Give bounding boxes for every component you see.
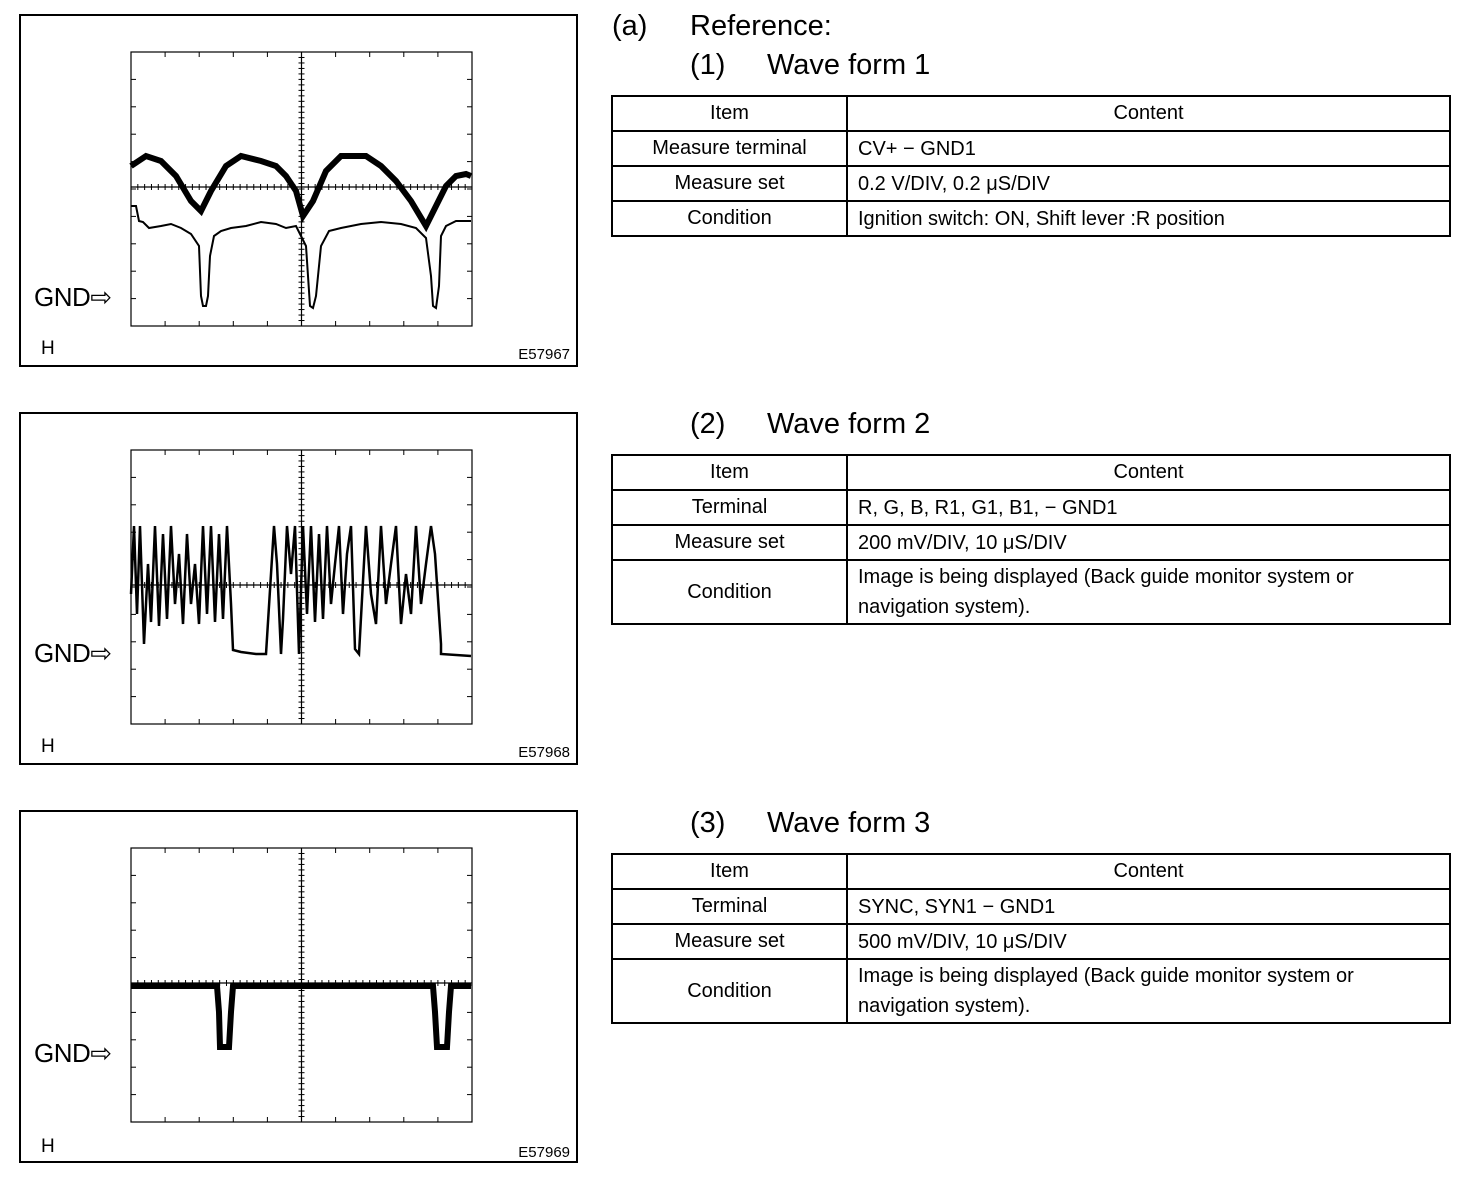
right-arrow-icon: ⇨	[90, 638, 112, 668]
table-row: Measure set 200 mV/DIV, 10 μS/DIV	[611, 524, 1451, 561]
row-content: CV+ − GND1	[846, 130, 1451, 167]
gnd-label: GND⇨	[34, 282, 112, 312]
row-item: Measure set	[611, 524, 848, 561]
waveform-1-trace	[131, 205, 471, 310]
row-content: 200 mV/DIV, 10 μS/DIV	[846, 524, 1451, 561]
row-content: Image is being displayed (Back guide mon…	[846, 559, 1451, 625]
table-row: Condition Image is being displayed (Back…	[611, 559, 1451, 625]
waveform-3-figure: GND⇨ H E57969	[19, 810, 578, 1163]
oscilloscope-screen-2	[129, 449, 473, 725]
table-header-row: Item Content	[611, 454, 1451, 491]
gnd-label: GND⇨	[34, 638, 112, 668]
waveform-2-number: (2)	[690, 408, 726, 440]
figure-code: E57968	[518, 744, 570, 761]
row-content: Ignition switch: ON, Shift lever :R posi…	[846, 200, 1451, 237]
figure-code: E57969	[518, 1144, 570, 1161]
row-item: Measure set	[611, 923, 848, 960]
waveform-3-title: Wave form 3	[767, 807, 931, 839]
table-row: Measure terminal CV+ − GND1	[611, 130, 1451, 167]
row-item: Terminal	[611, 489, 848, 526]
row-item: Condition	[611, 559, 848, 625]
row-content: Image is being displayed (Back guide mon…	[846, 958, 1451, 1024]
right-arrow-icon: ⇨	[90, 1038, 112, 1068]
header-item: Item	[611, 853, 848, 890]
table-row: Condition Image is being displayed (Back…	[611, 958, 1451, 1024]
row-content: 0.2 V/DIV, 0.2 μS/DIV	[846, 165, 1451, 202]
figure-code: E57967	[518, 346, 570, 363]
waveform-1-trace-upper	[129, 152, 473, 233]
section-label: (a)	[612, 10, 648, 42]
row-item: Measure terminal	[611, 130, 848, 167]
h-label: H	[41, 736, 55, 757]
table-row: Condition Ignition switch: ON, Shift lev…	[611, 200, 1451, 237]
row-content: SYNC, SYN1 − GND1	[846, 888, 1451, 925]
waveform-1-title: Wave form 1	[767, 49, 931, 81]
waveform-2-table: Item Content Terminal R, G, B, R1, G1, B…	[611, 454, 1451, 625]
header-item: Item	[611, 95, 848, 132]
header-item: Item	[611, 454, 848, 491]
oscilloscope-screen-3	[130, 847, 473, 1123]
header-content: Content	[846, 454, 1451, 491]
table-row: Terminal SYNC, SYN1 − GND1	[611, 888, 1451, 925]
row-content: 500 mV/DIV, 10 μS/DIV	[846, 923, 1451, 960]
waveform-2-figure: GND⇨ H E57968	[19, 412, 578, 765]
row-item: Terminal	[611, 888, 848, 925]
table-header-row: Item Content	[611, 853, 1451, 890]
h-label: H	[41, 1136, 55, 1157]
waveform-3-number: (3)	[690, 807, 726, 839]
gnd-label: GND⇨	[34, 1038, 112, 1068]
oscilloscope-screen-1	[129, 51, 473, 327]
right-arrow-icon: ⇨	[90, 282, 112, 312]
waveform-3-trace	[131, 983, 471, 1050]
waveform-1-figure: GND⇨ H E57967	[19, 14, 578, 367]
header-content: Content	[846, 95, 1451, 132]
table-row: Terminal R, G, B, R1, G1, B1, − GND1	[611, 489, 1451, 526]
waveform-2-title: Wave form 2	[767, 408, 931, 440]
waveform-3-table: Item Content Terminal SYNC, SYN1 − GND1 …	[611, 853, 1451, 1024]
waveform-1-table: Item Content Measure terminal CV+ − GND1…	[611, 95, 1451, 237]
table-row: Measure set 500 mV/DIV, 10 μS/DIV	[611, 923, 1451, 960]
section-title: Reference:	[690, 10, 832, 42]
table-row: Measure set 0.2 V/DIV, 0.2 μS/DIV	[611, 165, 1451, 202]
waveform-1-number: (1)	[690, 49, 726, 81]
h-label: H	[41, 338, 55, 359]
table-header-row: Item Content	[611, 95, 1451, 132]
row-item: Measure set	[611, 165, 848, 202]
header-content: Content	[846, 853, 1451, 890]
row-item: Condition	[611, 200, 848, 237]
row-content: R, G, B, R1, G1, B1, − GND1	[846, 489, 1451, 526]
row-item: Condition	[611, 958, 848, 1024]
waveform-2-trace	[129, 525, 472, 658]
